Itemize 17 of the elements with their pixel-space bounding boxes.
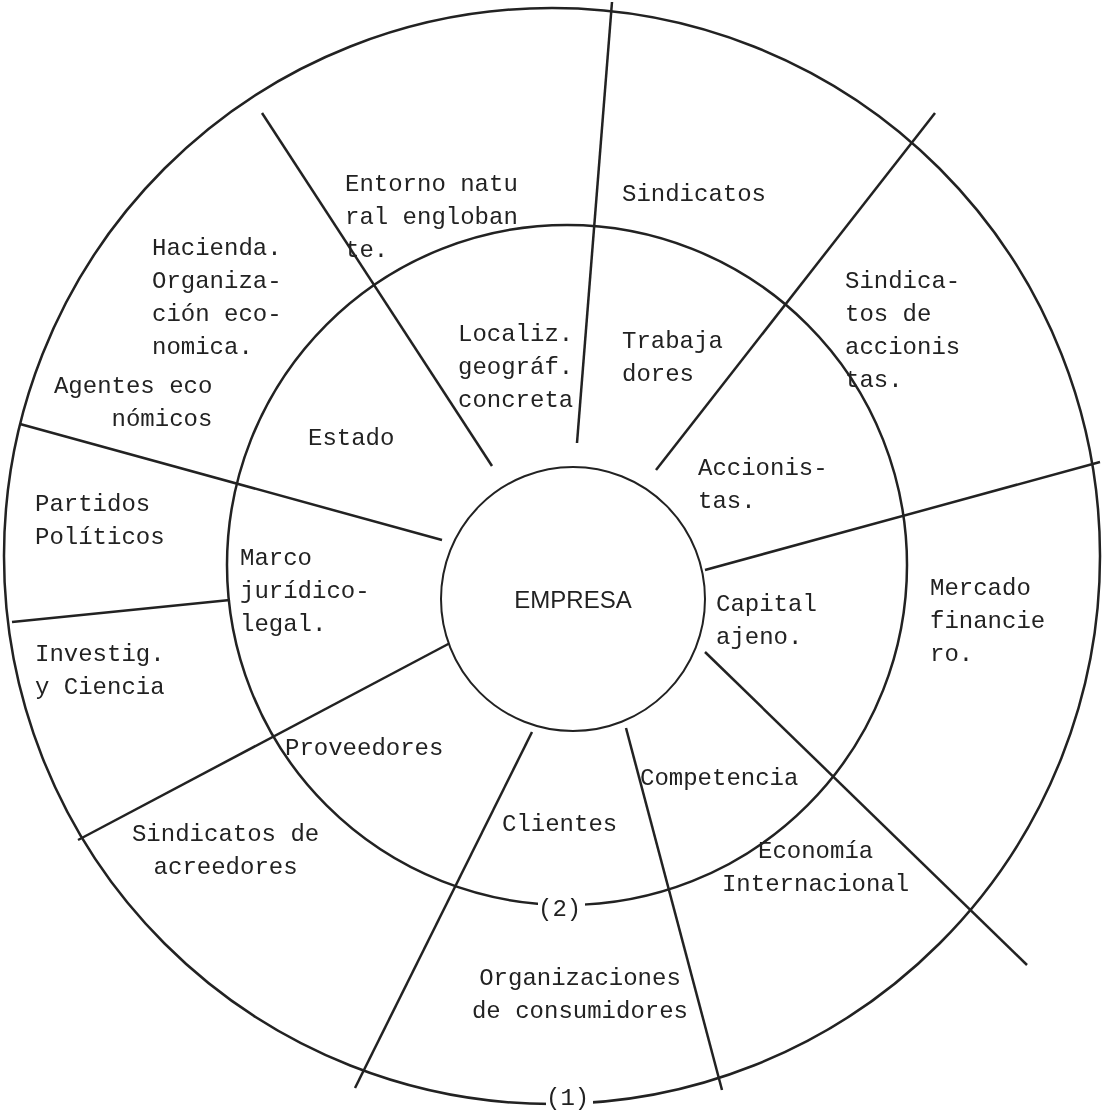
sector-text: Sindicatos — [622, 178, 770, 211]
sector-text: Agentes eco nómicos — [52, 372, 213, 435]
sector-text: Hacienda. Organiza- ción eco- nomica. — [152, 234, 283, 363]
sector-text: Mercado financie ro. — [930, 572, 1050, 671]
sector-text: Capital ajeno. — [716, 588, 821, 654]
sector-text: Organizaciones de consumidores — [470, 962, 690, 1028]
sector-text: Investig. y Ciencia — [35, 638, 169, 704]
sector-text: Trabaja dores — [622, 325, 727, 391]
sector-text: Partidos Políticos — [35, 488, 169, 554]
sector-text: Economía Internacional — [720, 835, 912, 901]
sector-text: Competencia — [640, 762, 803, 795]
sector-text: Clientes — [502, 808, 622, 841]
sector-text: Localiz. geográf. concreta — [458, 318, 578, 417]
sector-text: Sindicatos de acreedores — [130, 818, 322, 884]
sector-text: Estado — [308, 422, 399, 455]
sector-text: Marco jurídico-legal. — [240, 542, 374, 641]
sector-text: Proveedores — [285, 732, 448, 765]
